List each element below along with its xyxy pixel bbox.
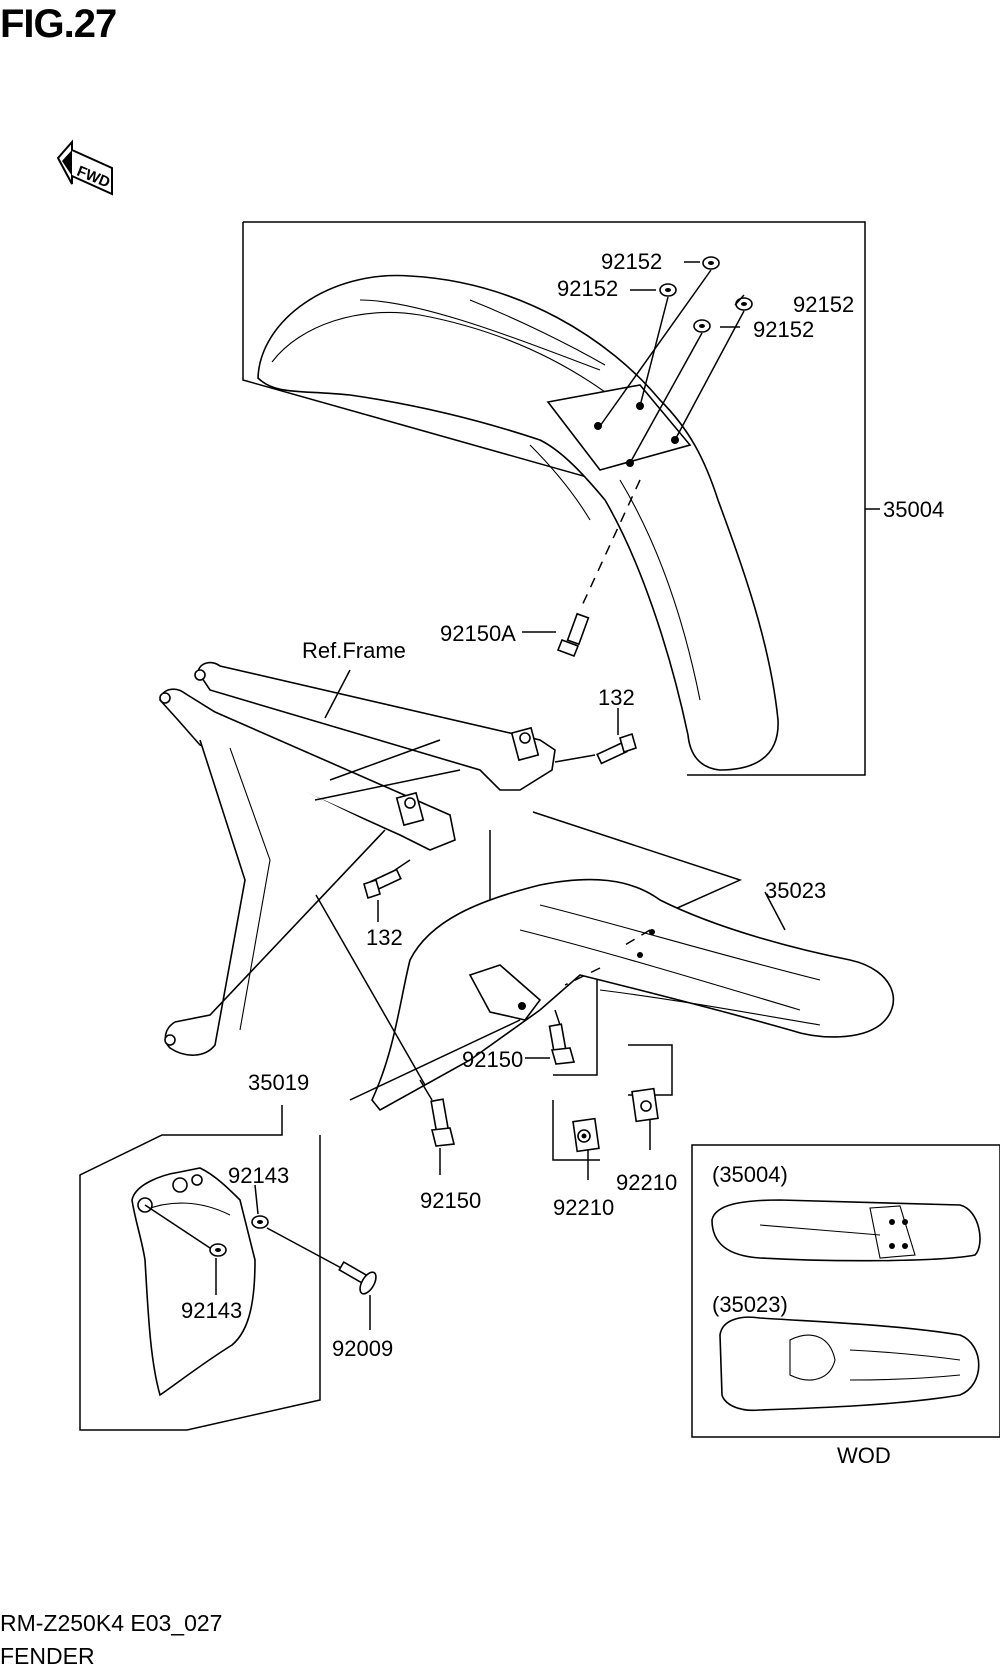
mud-flap bbox=[131, 1167, 256, 1397]
bolt-92150a bbox=[556, 612, 590, 658]
callout-92150-b: 92150 bbox=[420, 1188, 481, 1213]
callout-35004: 35004 bbox=[883, 497, 944, 522]
callout-92009: 92009 bbox=[332, 1336, 393, 1361]
washer-92152 bbox=[659, 256, 753, 333]
callout-132-a: 132 bbox=[598, 685, 635, 710]
callout-92152-a: 92152 bbox=[601, 249, 662, 274]
nut-92210-left bbox=[552, 1100, 600, 1161]
callout-35019: 35019 bbox=[248, 1070, 309, 1095]
inset-rear-fender bbox=[719, 1316, 980, 1412]
figure-title: FIG.27 bbox=[0, 2, 117, 46]
callout-92152-b: 92152 bbox=[557, 276, 618, 301]
callout-92152-d: 92152 bbox=[753, 317, 814, 342]
bolt-92150-lower bbox=[430, 1098, 455, 1147]
callout-92210-b: 92210 bbox=[616, 1170, 677, 1195]
callout-92143-b: 92143 bbox=[181, 1298, 242, 1323]
fwd-arrow-icon: FWD bbox=[56, 139, 113, 196]
rear-fender-group bbox=[349, 811, 895, 1112]
callout-ref-frame: Ref.Frame bbox=[302, 638, 406, 663]
inset-wod bbox=[691, 1144, 1000, 1438]
bolt-132-lower bbox=[363, 868, 402, 900]
inset-rear-label: (35023) bbox=[712, 1292, 788, 1317]
callout-92210-a: 92210 bbox=[553, 1195, 614, 1220]
screw-92009 bbox=[338, 1260, 377, 1295]
front-fender-mount-plate bbox=[546, 384, 692, 471]
callout-35023: 35023 bbox=[765, 878, 826, 903]
section-name: FENDER bbox=[0, 1643, 95, 1669]
rear-fender bbox=[371, 878, 895, 1112]
callout-92150a: 92150A bbox=[440, 621, 516, 646]
nut-92210-right bbox=[628, 1044, 673, 1123]
inset-front-fender bbox=[711, 1199, 981, 1262]
callout-92152-c: 92152 bbox=[793, 292, 854, 317]
bolt-92150-upper bbox=[548, 1023, 576, 1065]
callout-132-b: 132 bbox=[366, 925, 403, 950]
mud-flap-group bbox=[79, 1105, 377, 1431]
callout-92150-a: 92150 bbox=[462, 1047, 523, 1072]
inset-front-label: (35004) bbox=[712, 1162, 788, 1187]
rear-subframe bbox=[159, 661, 556, 1056]
callout-92143-a: 92143 bbox=[228, 1163, 289, 1188]
front-fender-group bbox=[242, 221, 880, 776]
model-code: RM-Z250K4 E03_027 bbox=[0, 1610, 223, 1636]
inset-caption: WOD bbox=[837, 1443, 891, 1468]
bolt-132-upper bbox=[596, 732, 637, 765]
